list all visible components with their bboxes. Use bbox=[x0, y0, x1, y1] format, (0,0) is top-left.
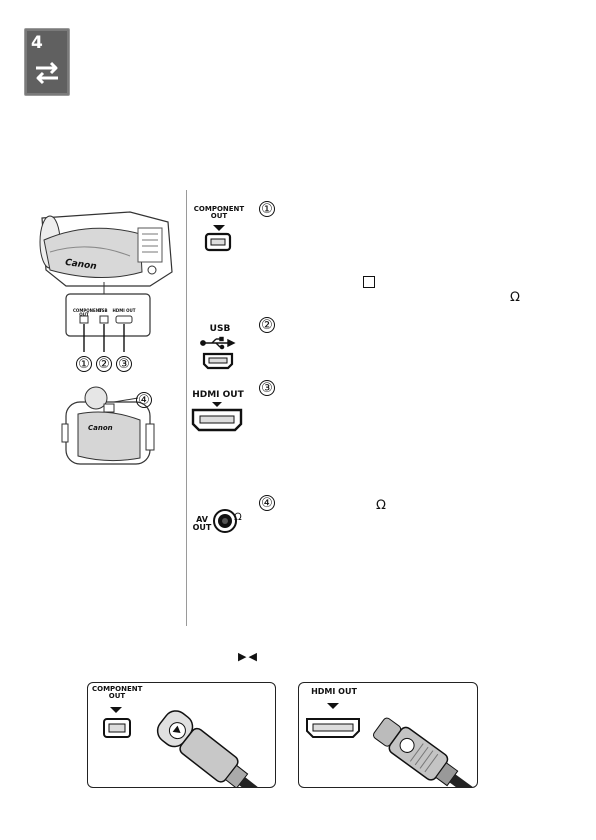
usb-label: USB bbox=[209, 324, 231, 334]
chapter-number: 4 bbox=[31, 33, 43, 53]
callout-2: ② bbox=[96, 356, 112, 372]
av-headphone-symbol: Ω bbox=[376, 498, 386, 513]
column-divider bbox=[186, 190, 187, 626]
terminal-3-callout: ③ bbox=[259, 380, 275, 396]
chapter-tab bbox=[24, 28, 70, 96]
hdmi-out-label: HDMI OUT bbox=[192, 390, 244, 400]
panel-label-hdmi: HDMI OUT bbox=[112, 308, 136, 313]
component-out-icon bbox=[204, 225, 232, 252]
terminal-4-callout: ④ bbox=[259, 495, 275, 511]
hdmi-plug-drawing bbox=[306, 703, 477, 787]
hdmi-port-icon bbox=[191, 402, 243, 432]
av-out-jack-icon bbox=[213, 509, 237, 533]
callout-4: ④ bbox=[136, 392, 152, 408]
headphone-symbol: Ω bbox=[510, 290, 520, 305]
callout-1: ① bbox=[76, 356, 92, 372]
panel-label-component: COMPONENT OUT bbox=[73, 308, 102, 318]
camcorder-side-illustration bbox=[39, 211, 173, 352]
av-out-headphone-icon: Ω bbox=[234, 512, 242, 523]
callout-3: ③ bbox=[116, 356, 132, 372]
component-plug-drawing bbox=[103, 707, 275, 787]
inline-square-symbol bbox=[363, 276, 375, 288]
terminal-2-callout: ② bbox=[259, 317, 275, 333]
alignment-arrows-icon: ▶◀ bbox=[238, 650, 259, 663]
terminal-1-callout: ① bbox=[259, 201, 275, 217]
usb-mini-icon bbox=[200, 336, 236, 370]
connection-arrows-icon bbox=[36, 61, 58, 85]
hdmi-cable-label: HDMI OUT bbox=[311, 687, 357, 696]
panel-label-usb: USB bbox=[98, 308, 108, 313]
camcorder-rear-illustration bbox=[61, 386, 155, 465]
hdmi-cable-figure: HDMI OUT bbox=[298, 682, 478, 788]
rear-brand-logo: Canon bbox=[88, 424, 113, 432]
